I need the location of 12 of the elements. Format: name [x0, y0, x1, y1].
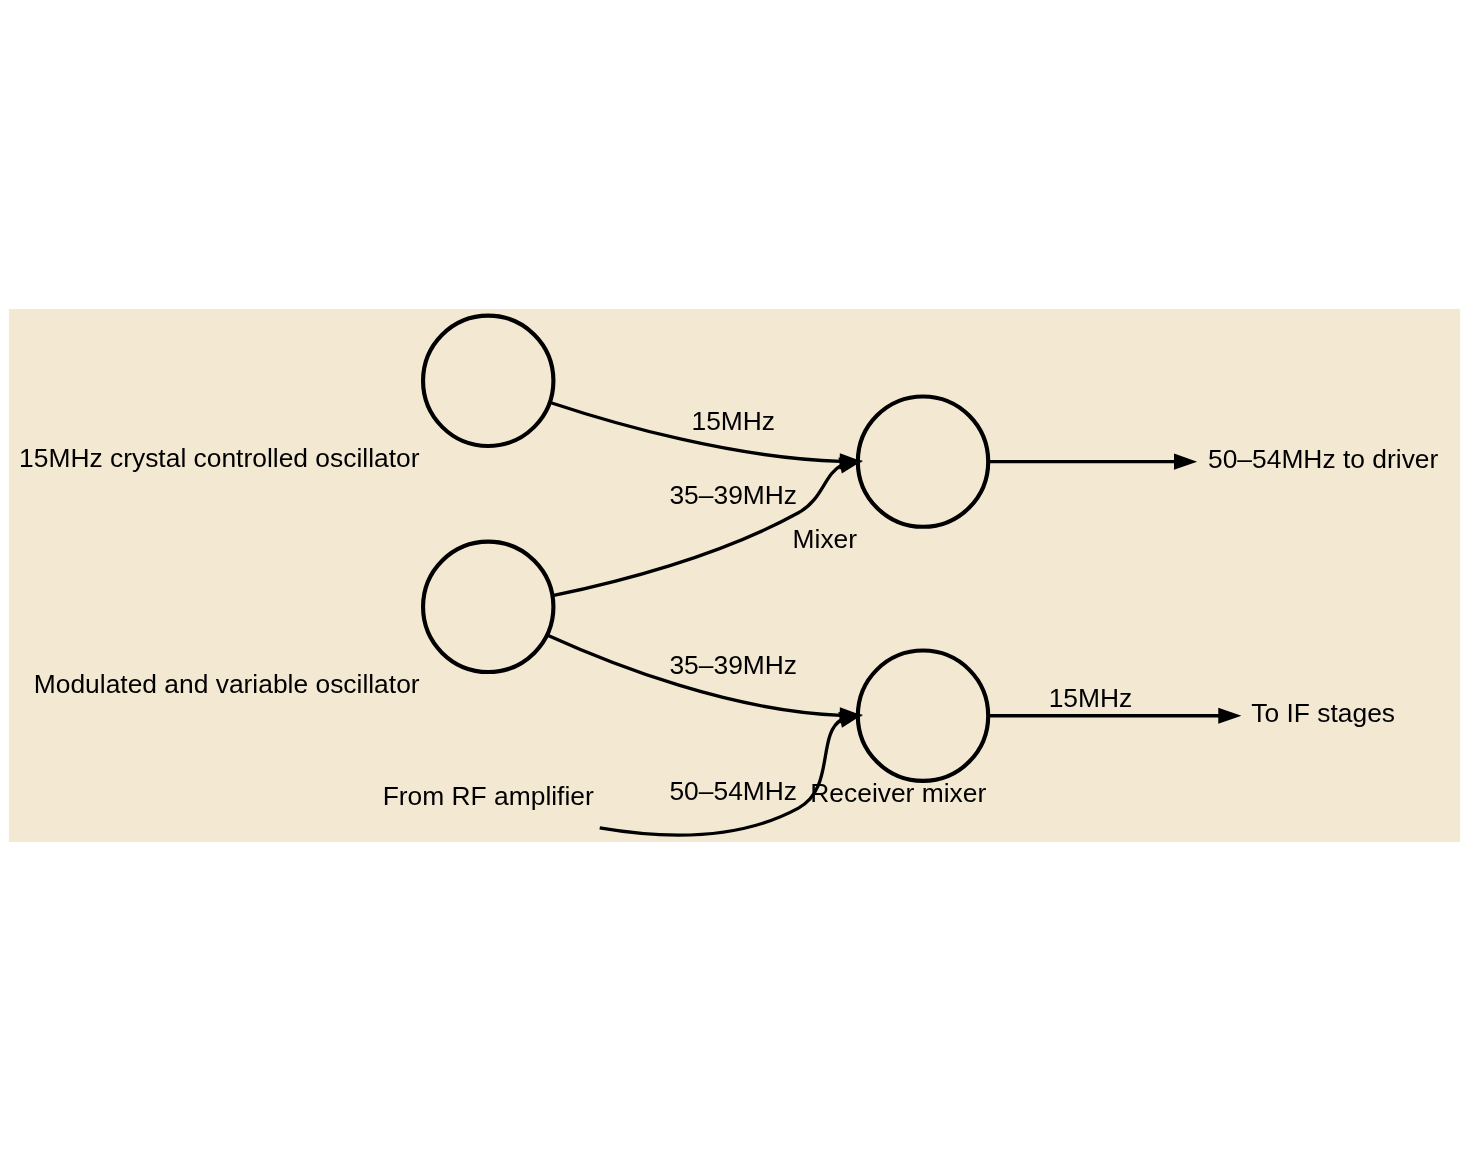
edge-label: 15MHz	[1048, 682, 1133, 713]
node-label: Mixer	[792, 523, 858, 554]
edge-label: 35–39MHz	[669, 649, 798, 680]
node-text: 50–54MHz to driver	[1208, 443, 1439, 474]
node-label: Modulated and variable oscillator	[33, 668, 420, 699]
edge-label: 50–54MHz	[669, 775, 798, 806]
node-text: From RF amplifier	[382, 780, 594, 811]
edge-label: 15MHz	[691, 405, 776, 436]
edge-label: 35–39MHz	[669, 479, 798, 510]
node-label: Receiver mixer	[810, 777, 987, 808]
node-label: 15MHz crystal controlled oscillator	[19, 442, 420, 473]
node-text: To IF stages	[1251, 697, 1396, 728]
